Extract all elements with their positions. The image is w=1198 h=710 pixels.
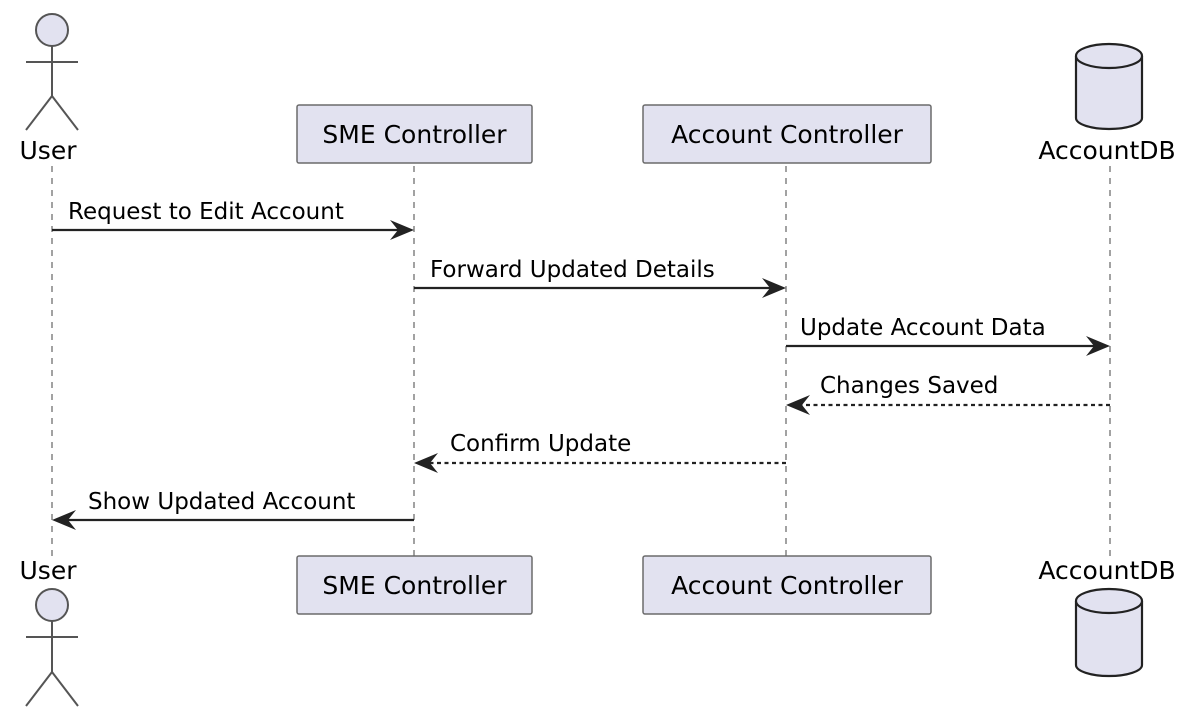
arrow-left-icon	[52, 510, 76, 530]
arrow-right-icon	[1086, 336, 1110, 356]
database-icon	[1074, 587, 1144, 678]
participant-account-controller-top: Account Controller	[642, 104, 932, 164]
actor-user-top-label: User	[20, 136, 78, 165]
arrow-left-icon	[786, 395, 810, 415]
message-request-to-edit-account: Request to Edit Account	[52, 199, 414, 240]
message-label: Changes Saved	[820, 373, 998, 399]
actor-user-bottom: User	[20, 556, 79, 707]
participant-account-controller-bottom: Account Controller	[642, 555, 932, 615]
participant-account-controller-top-label: Account Controller	[671, 120, 904, 149]
arrow-left-icon	[414, 453, 438, 473]
actor-user-bottom-label: User	[20, 556, 78, 585]
message-label: Update Account Data	[800, 315, 1046, 341]
database-accountdb-bottom-label: AccountDB	[1038, 556, 1175, 585]
database-accountdb-top: AccountDB	[1038, 42, 1176, 165]
arrow-right-icon	[762, 278, 786, 298]
message-label: Forward Updated Details	[430, 257, 715, 283]
message-label: Confirm Update	[450, 431, 631, 457]
message-update-account-data: Update Account Data	[786, 315, 1110, 356]
stick-figure-icon	[25, 13, 79, 131]
participant-sme-controller-bottom: SME Controller	[296, 555, 533, 615]
participant-account-controller-bottom-label: Account Controller	[671, 571, 904, 600]
message-label: Show Updated Account	[88, 489, 355, 515]
message-confirm-update: Confirm Update	[414, 431, 786, 473]
arrow-right-icon	[390, 220, 414, 240]
message-forward-updated-details: Forward Updated Details	[414, 257, 786, 298]
message-show-updated-account: Show Updated Account	[52, 489, 414, 530]
participant-sme-controller-top-label: SME Controller	[322, 120, 507, 149]
stick-figure-icon	[25, 588, 79, 707]
message-label: Request to Edit Account	[68, 199, 344, 225]
database-icon	[1074, 42, 1144, 131]
participant-sme-controller-top: SME Controller	[296, 104, 533, 164]
participant-sme-controller-bottom-label: SME Controller	[322, 571, 507, 600]
database-accountdb-bottom: AccountDB	[1038, 556, 1176, 678]
database-accountdb-top-label: AccountDB	[1038, 136, 1175, 165]
actor-user-top: User	[20, 13, 79, 165]
message-changes-saved: Changes Saved	[786, 373, 1110, 415]
